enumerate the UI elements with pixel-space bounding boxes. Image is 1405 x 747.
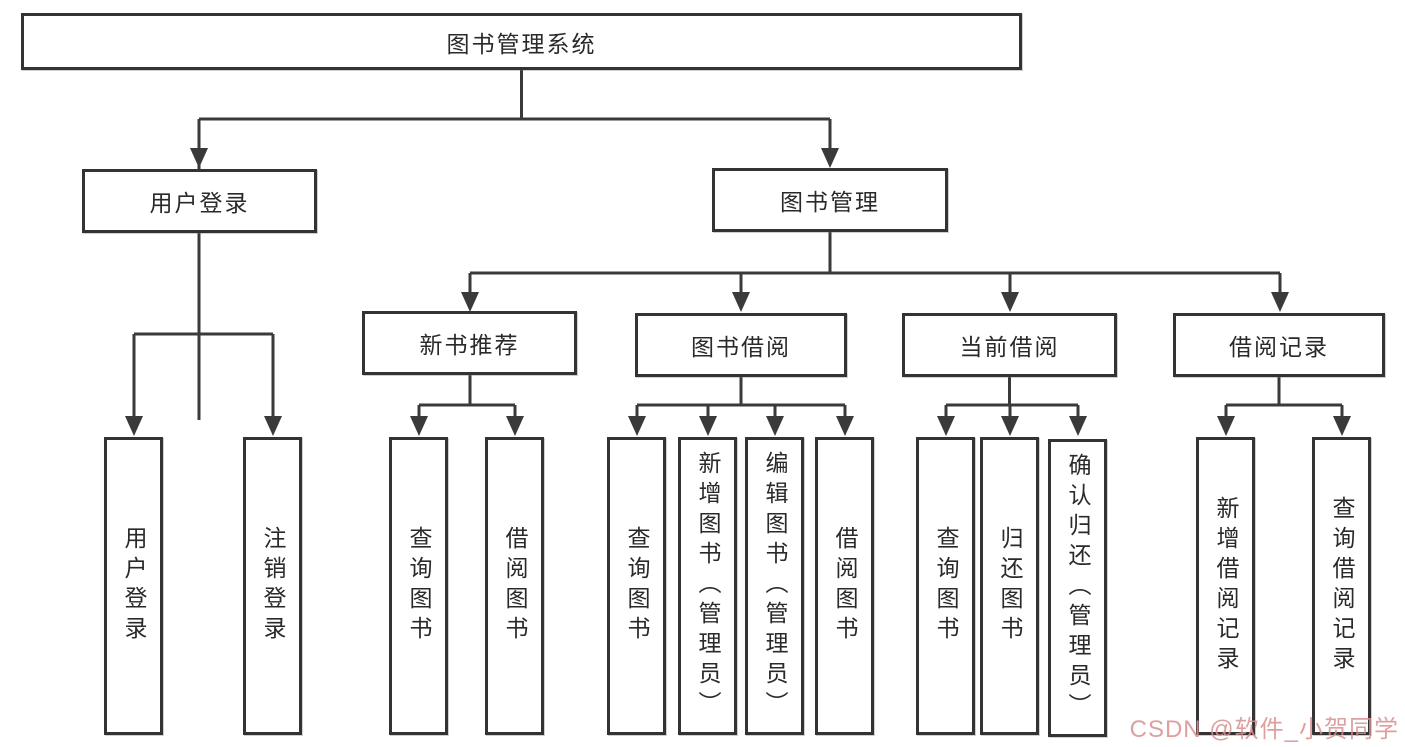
arrowheads <box>125 148 1351 436</box>
leaf-logout-label: 注销登录 <box>260 526 286 646</box>
leaf-current-return-books-label: 归还图书 <box>997 526 1023 646</box>
node-new-book-recommend: 新书推荐 <box>362 311 577 375</box>
leaf-logout: 注销登录 <box>243 437 302 735</box>
node-book-management: 图书管理 <box>712 168 948 232</box>
node-borrow-records-label: 借阅记录 <box>1229 334 1329 360</box>
leaf-borrow-add-books-admin: 新增图书（管理员） <box>678 437 737 735</box>
leaf-borrow-add-books-admin-label: 新增图书（管理员） <box>695 451 721 721</box>
leaf-current-query-books-label: 查询图书 <box>933 526 959 646</box>
leaf-user-login: 用户登录 <box>104 437 163 735</box>
leaf-borrow-edit-books-admin: 编辑图书（管理员） <box>745 437 804 735</box>
leaf-current-query-books: 查询图书 <box>916 437 975 735</box>
node-user-login-label: 用户登录 <box>149 190 250 216</box>
leaf-user-login-label: 用户登录 <box>121 526 147 646</box>
leaf-borrow-borrow-books: 借阅图书 <box>815 437 874 735</box>
node-user-login: 用户登录 <box>82 169 317 233</box>
leaf-current-confirm-return-admin-label: 确认归还（管理员） <box>1065 453 1091 723</box>
node-current-borrow-label: 当前借阅 <box>959 334 1060 360</box>
leaf-recommend-borrow-books-label: 借阅图书 <box>502 526 528 646</box>
node-book-borrow: 图书借阅 <box>635 313 847 377</box>
leaf-borrow-borrow-books-label: 借阅图书 <box>832 526 858 646</box>
leaf-recommend-borrow-books: 借阅图书 <box>485 437 544 735</box>
leaf-records-query-label: 查询借阅记录 <box>1329 496 1355 676</box>
leaf-current-return-books: 归还图书 <box>980 437 1039 735</box>
leaf-records-add-label: 新增借阅记录 <box>1213 496 1239 676</box>
leaf-borrow-query-books: 查询图书 <box>607 437 666 735</box>
leaf-current-confirm-return-admin: 确认归还（管理员） <box>1048 439 1107 737</box>
node-library-system-label: 图书管理系统 <box>446 30 597 57</box>
leaf-borrow-query-books-label: 查询图书 <box>624 526 650 646</box>
node-book-borrow-label: 图书借阅 <box>691 334 791 360</box>
leaf-records-query: 查询借阅记录 <box>1312 437 1371 735</box>
node-current-borrow: 当前借阅 <box>902 313 1117 377</box>
csdn-watermark: CSDN @软件_小贺同学 <box>1129 716 1399 743</box>
node-library-system: 图书管理系统 <box>21 13 1022 70</box>
leaf-recommend-query-books: 查询图书 <box>389 437 448 735</box>
node-borrow-records: 借阅记录 <box>1173 313 1385 377</box>
leaf-recommend-query-books-label: 查询图书 <box>406 526 432 646</box>
leaf-records-add: 新增借阅记录 <box>1196 437 1255 735</box>
node-book-management-label: 图书管理 <box>780 189 880 215</box>
leaf-borrow-edit-books-admin-label: 编辑图书（管理员） <box>762 451 788 721</box>
node-new-book-recommend-label: 新书推荐 <box>419 332 520 358</box>
